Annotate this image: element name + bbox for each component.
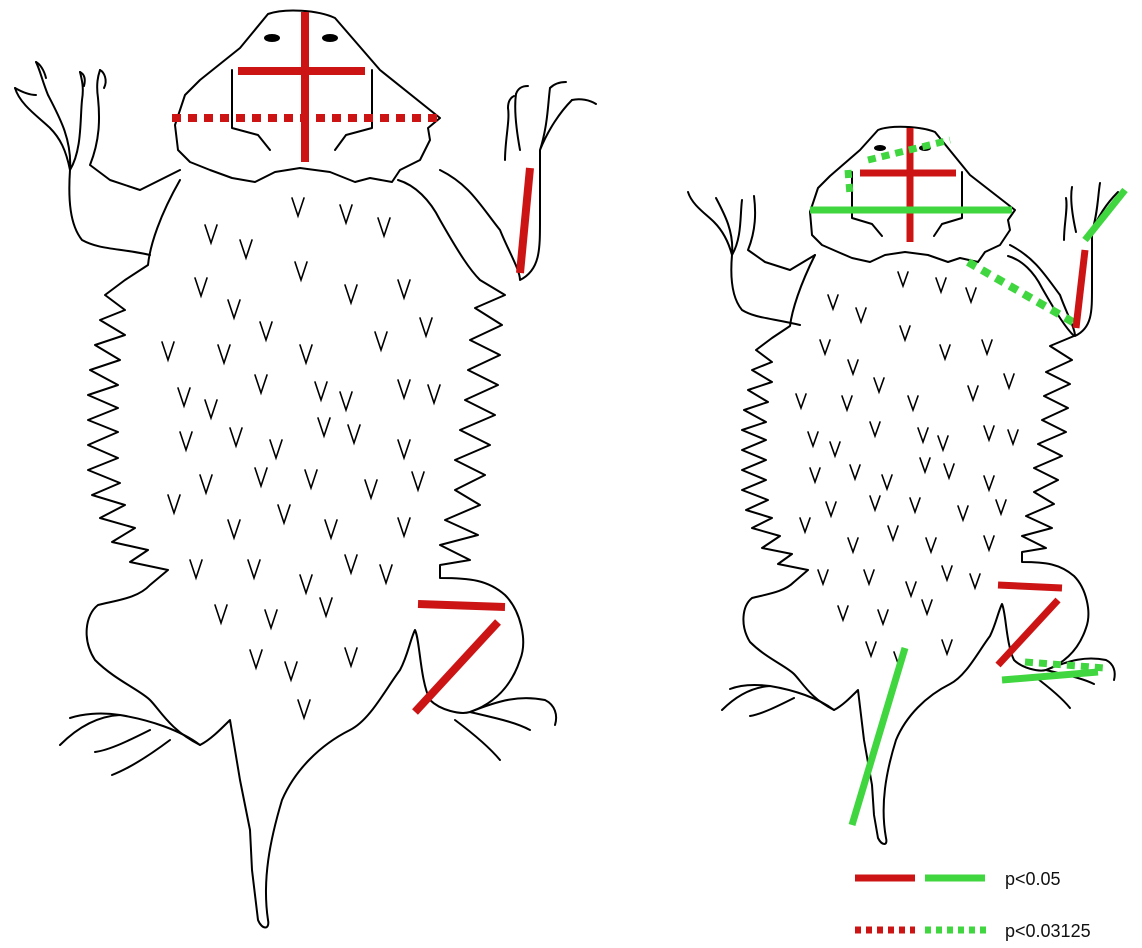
- right-lizard-left-leg: [722, 685, 834, 716]
- right-lizard-measurements: [810, 128, 1125, 825]
- left-lizard-nostril-right: [322, 34, 338, 42]
- right-lizard-body-outline: [742, 255, 1088, 844]
- left-shank-line: [415, 622, 498, 712]
- legend-dotted-label: p<0.03125: [1005, 921, 1091, 941]
- legend: p<0.05 p<0.03125: [855, 869, 1091, 941]
- right-lizard-left-arm: [688, 192, 815, 325]
- right-forelimb-red-line: [1076, 250, 1085, 328]
- left-lizard-right-claws: [508, 82, 596, 108]
- left-forelimb-line: [520, 168, 530, 273]
- left-thigh-line: [418, 604, 505, 607]
- right-hindfoot-green-line: [1002, 672, 1098, 680]
- left-lizard: [15, 11, 596, 928]
- legend-solid-label: p<0.05: [1005, 869, 1061, 889]
- left-lizard-nostril-left: [264, 34, 280, 42]
- right-forearm-green-line: [1085, 190, 1125, 240]
- right-lizard-nostril-left: [874, 145, 886, 151]
- right-thigh-red-line: [998, 585, 1062, 588]
- left-lizard-right-leg: [455, 698, 556, 760]
- left-lizard-body-outline: [87, 180, 524, 928]
- right-lizard: [688, 127, 1125, 844]
- right-lizard-right-arm: [1010, 183, 1118, 336]
- right-upper-arm-dotted-green-line: [968, 262, 1078, 325]
- left-lizard-left-arm: [15, 62, 180, 255]
- left-lizard-left-leg: [60, 714, 200, 775]
- left-lizard-scales: [162, 198, 440, 718]
- right-lizard-scales: [796, 272, 1018, 666]
- right-head-lateral-dotted-green-line: [848, 170, 850, 195]
- left-lizard-left-claws: [15, 62, 106, 95]
